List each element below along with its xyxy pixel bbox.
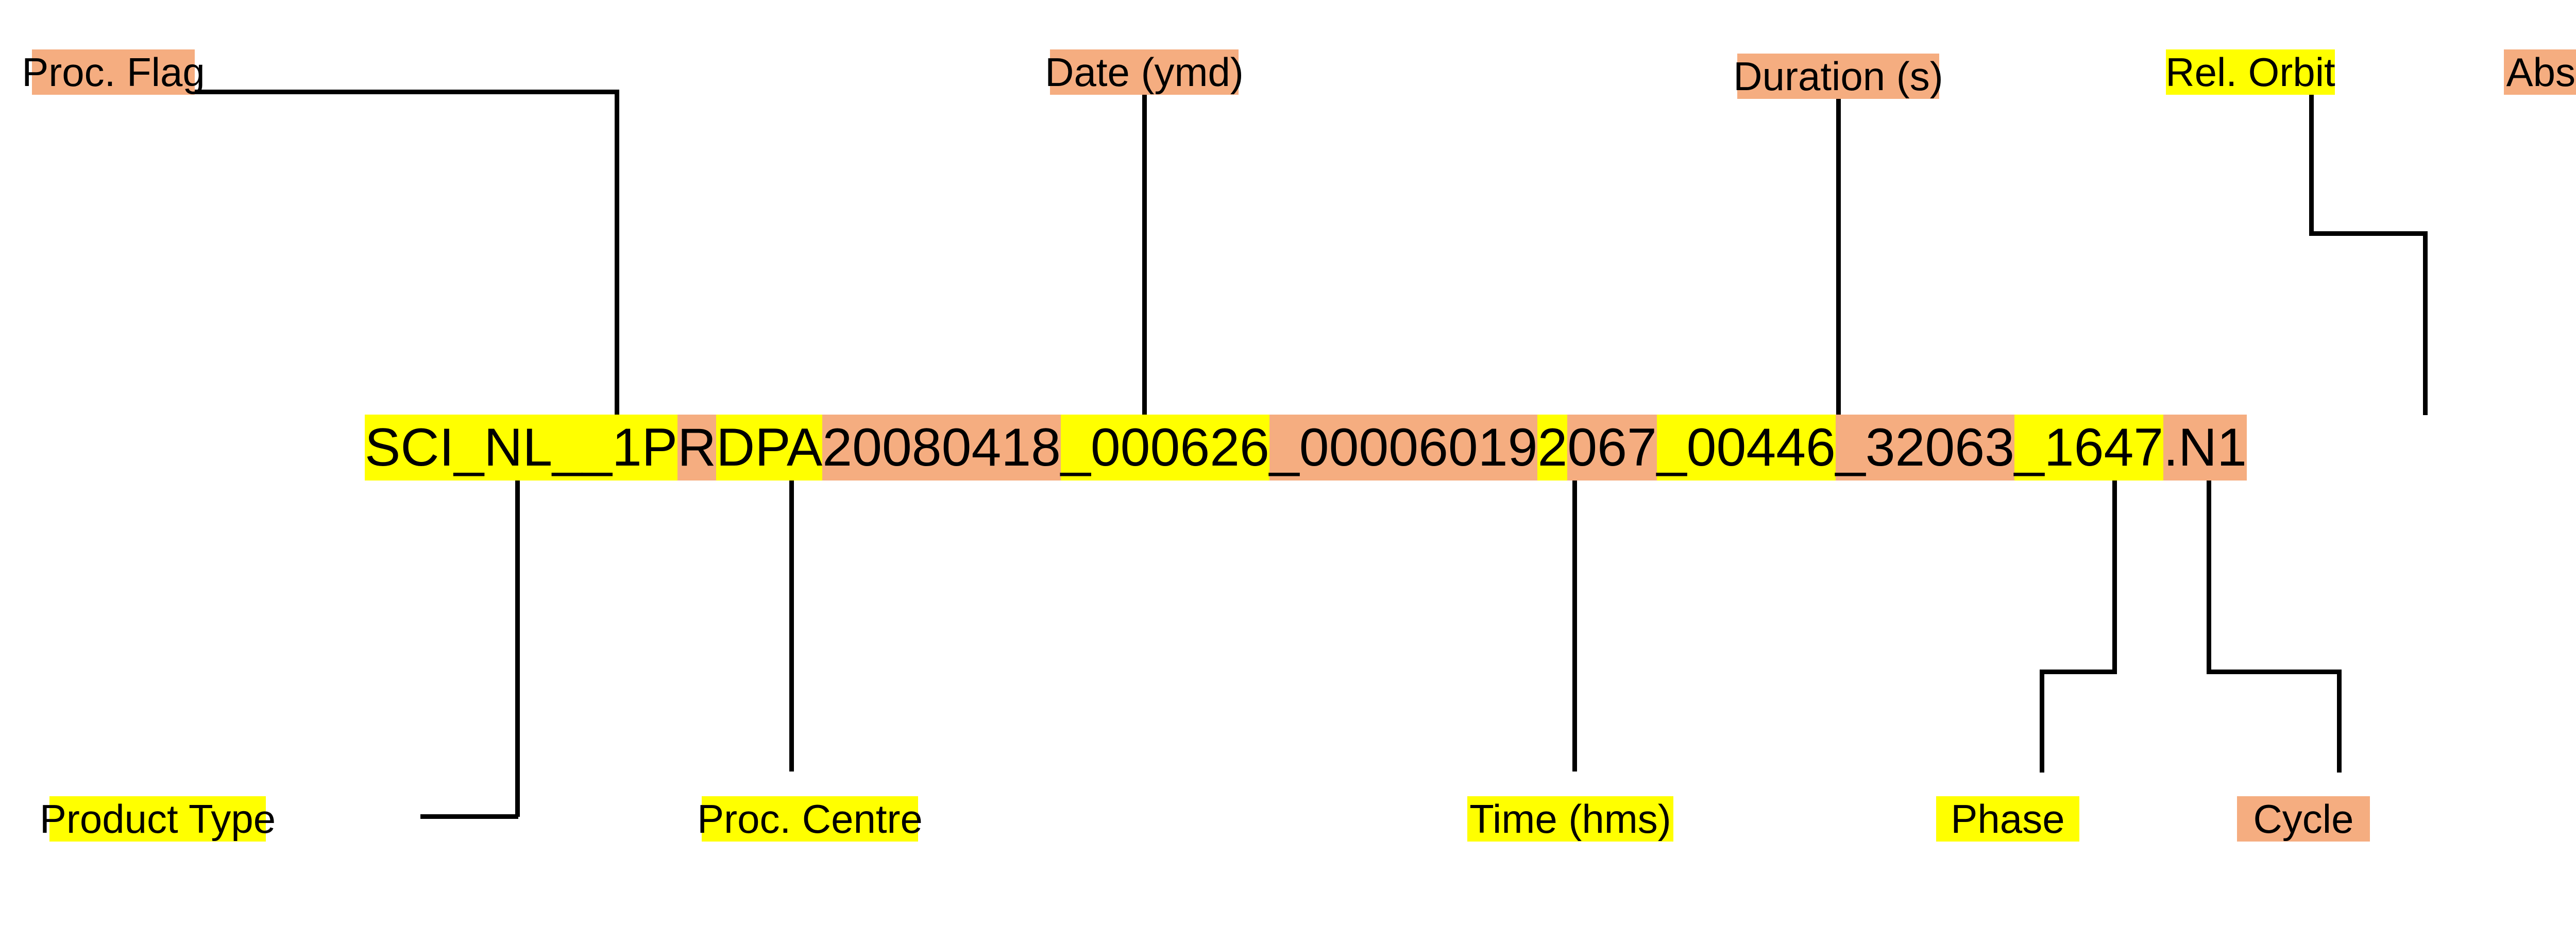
connector-product-type-horizontal [420, 814, 518, 819]
label-time-hms-text: Time (hms) [1469, 796, 1671, 842]
filename-segment-phase[interactable]: 2 [1537, 415, 1568, 481]
connector-date-ymd [1142, 95, 1147, 415]
filename-segment-duration[interactable]: _00006019 [1269, 415, 1538, 481]
connector-duration-s [1836, 99, 1841, 415]
filename-segment-product-type[interactable]: SCI_NL__1P [365, 415, 678, 481]
connector-phase-upper [2112, 481, 2117, 674]
label-product-type: Product Type [40, 796, 276, 842]
connector-rel-orbit-upper [2309, 95, 2314, 234]
filename-segment-date[interactable]: 20080418 [822, 415, 1061, 481]
label-date-ymd: Date (ymd) [1045, 49, 1244, 95]
connector-proc-flag-vertical [615, 90, 619, 415]
connector-phase-lower [2040, 670, 2044, 773]
label-duration-s: Duration (s) [1733, 54, 1943, 99]
label-rel-orbit: Rel. Orbit [2165, 49, 2335, 95]
filename-segment-abs-orbit[interactable]: _32063 [1835, 415, 2014, 481]
filename-bar: SCI_NL__1P R DPA 20080418 _000626 _00006… [365, 415, 2247, 481]
connector-cycle-lower [2337, 670, 2342, 773]
label-proc-flag-text: Proc. Flag [22, 49, 205, 95]
label-abs-orbit-text: Abs. Orbit [2506, 49, 2576, 95]
connector-phase-horizontal [2040, 670, 2117, 674]
filename-segment-time[interactable]: _000626 [1061, 415, 1269, 481]
connector-rel-orbit-horizontal [2309, 231, 2428, 236]
filename-segment-satellite[interactable]: .N1 [2163, 415, 2247, 481]
label-proc-centre-text: Proc. Centre [697, 796, 923, 842]
label-proc-flag: Proc. Flag [22, 49, 205, 95]
connector-time-hms [1572, 481, 1577, 771]
connector-cycle-upper [2207, 481, 2211, 674]
filename-segment-rel-orbit[interactable]: _00446 [1656, 415, 1836, 481]
label-phase: Phase [1936, 796, 2079, 842]
label-rel-orbit-text: Rel. Orbit [2165, 49, 2335, 95]
connector-product-type-vertical [515, 481, 520, 817]
label-cycle-text: Cycle [2253, 796, 2354, 842]
label-cycle: Cycle [2237, 796, 2370, 842]
label-date-ymd-text: Date (ymd) [1045, 49, 1244, 95]
filename-segment-cycle[interactable]: 067 [1567, 415, 1657, 481]
label-duration-s-text: Duration (s) [1733, 54, 1943, 99]
connector-rel-orbit-lower [2423, 231, 2428, 415]
filename-segment-proc-flag[interactable]: R [677, 415, 717, 481]
label-abs-orbit: Abs. Orbit [2504, 49, 2576, 95]
label-proc-centre: Proc. Centre [697, 796, 923, 842]
label-phase-text: Phase [1951, 796, 2065, 842]
filename-segment-file-number[interactable]: _1647 [2014, 415, 2164, 481]
connector-proc-flag-horizontal [195, 90, 619, 94]
filename-segment-proc-centre[interactable]: DPA [716, 415, 823, 481]
connector-cycle-horizontal [2207, 670, 2342, 674]
label-time-hms: Time (hms) [1467, 796, 1673, 842]
connector-proc-centre [789, 481, 794, 771]
label-product-type-text: Product Type [39, 796, 276, 842]
